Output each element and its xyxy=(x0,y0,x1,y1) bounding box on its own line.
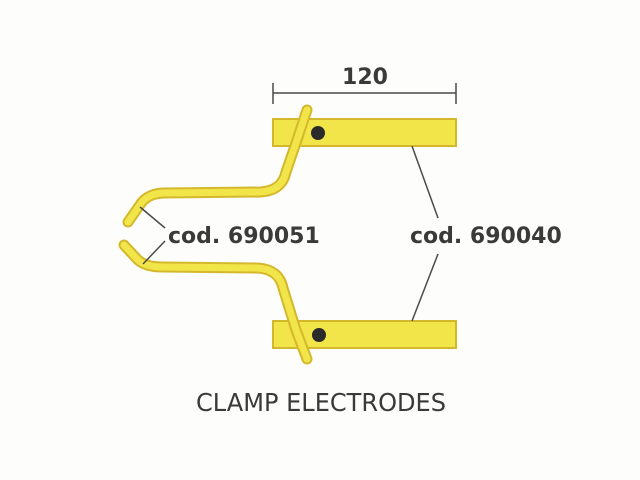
dimension-marker: 120 xyxy=(272,65,457,104)
upper-rivet xyxy=(311,126,325,140)
lower-rivet xyxy=(312,328,326,342)
lower-clamp-arm xyxy=(120,241,311,363)
left-code-label: cod. 690051 xyxy=(168,224,320,249)
left-code-leaders xyxy=(139,206,166,265)
right-code-leaders xyxy=(411,145,439,322)
diagram-caption: CLAMP ELECTRODES xyxy=(196,388,446,417)
right-code-label: cod. 690040 xyxy=(410,224,562,249)
upper-clamp-arm xyxy=(124,106,311,226)
clamp-arms xyxy=(118,104,313,365)
dimension-label: 120 xyxy=(342,65,388,90)
